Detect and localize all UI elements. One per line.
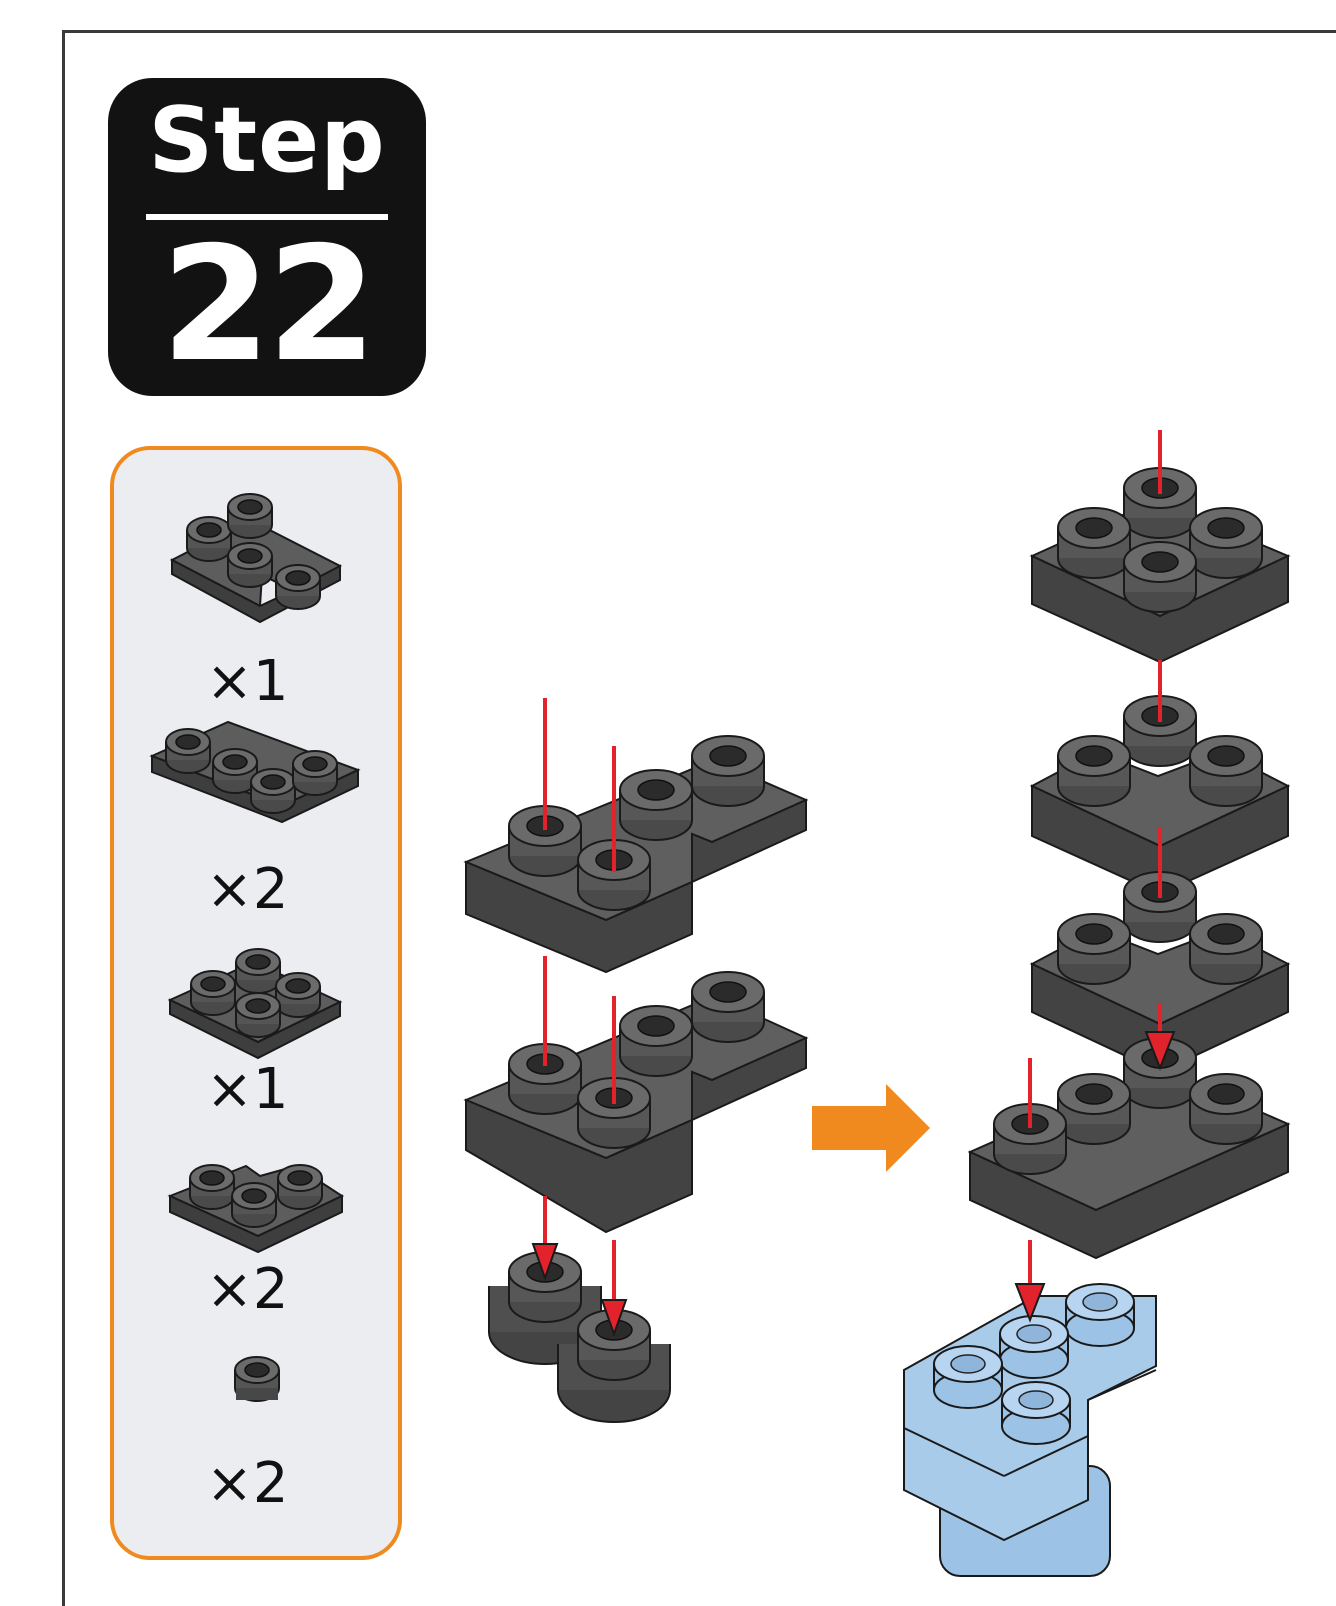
part-icon-2x2-plate	[170, 949, 340, 1058]
part-icon-round-stud	[235, 1357, 279, 1401]
part-icon-v-plate	[170, 1165, 342, 1252]
left-round-studs	[489, 1252, 670, 1422]
left-insert-arrows	[533, 698, 626, 1334]
part-icon-2x4-plate	[152, 722, 358, 822]
part-icon-l-plate	[172, 494, 340, 622]
left-lower-plate	[466, 972, 806, 1232]
next-step-arrow	[812, 1084, 930, 1172]
right-2x2-plate	[1032, 468, 1288, 662]
left-upper-plate	[466, 736, 806, 972]
blue-base-assembly	[904, 1284, 1156, 1576]
right-2x4-plate	[970, 1038, 1288, 1258]
